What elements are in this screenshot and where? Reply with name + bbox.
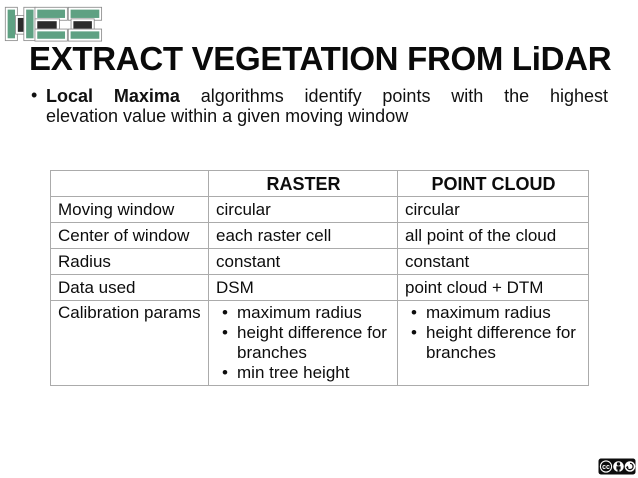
list-bullet-marker: •: [411, 323, 417, 342]
list-bullet-marker: •: [222, 363, 228, 382]
bullet-marker: •: [31, 85, 38, 105]
row-label: Moving window: [50, 196, 209, 223]
slide-title: EXTRACT VEGETATION FROM LiDAR: [29, 40, 612, 77]
row-label: Data used: [50, 274, 209, 301]
cc-by-sa-license-badge[interactable]: cc: [598, 458, 636, 475]
hee-logo-icon: [4, 6, 103, 42]
list-item-text: height difference for branches: [426, 323, 576, 362]
table-row: Data used DSM point cloud + DTM: [50, 274, 589, 301]
list-item: • min tree height: [216, 363, 391, 383]
bullet-bold-text: Local Maxima: [46, 86, 180, 106]
header-raster: RASTER: [208, 170, 398, 197]
by-icon: [613, 461, 624, 472]
list-bullet-marker: •: [222, 323, 228, 342]
bullet-line-2: elevation value within a given moving wi…: [46, 105, 409, 126]
bullet-rest-text: algorithms identify points with the high…: [179, 86, 608, 106]
comparison-table-wrap: RASTER POINT CLOUD Moving window circula…: [50, 170, 589, 386]
raster-cell: circular: [208, 196, 398, 223]
raster-cell: constant: [208, 248, 398, 275]
sa-icon: [624, 461, 636, 472]
point-cloud-cell: all point of the cloud: [397, 222, 589, 249]
point-cloud-cell: circular: [397, 196, 589, 223]
row-label: Center of window: [50, 222, 209, 249]
list-item-text: maximum radius: [237, 303, 362, 322]
table-row: Moving window circular circular: [50, 196, 589, 223]
point-cloud-cell: point cloud + DTM: [397, 274, 589, 301]
list-item-text: min tree height: [237, 363, 350, 382]
point-cloud-cell-list: • maximum radius • height difference for b…: [397, 300, 589, 386]
bullet-point: • Local Maxima algorithms identify point…: [30, 85, 608, 126]
list-bullet-marker: •: [222, 303, 228, 322]
list-item-text: height difference for branches: [237, 323, 387, 362]
raster-cell: each raster cell: [208, 222, 398, 249]
table-row-calibration: Calibration params • maximum radius • heig…: [50, 300, 589, 386]
list-item: • maximum radius: [405, 303, 582, 323]
row-label: Calibration params: [50, 300, 209, 386]
table-header-row: RASTER POINT CLOUD: [50, 170, 589, 197]
table-row: Center of window each raster cell all po…: [50, 222, 589, 249]
point-cloud-cell: constant: [397, 248, 589, 275]
raster-cell-list: • maximum radius • height difference for b…: [208, 300, 398, 386]
header-point-cloud: POINT CLOUD: [397, 170, 589, 197]
svg-text:cc: cc: [602, 464, 610, 471]
table-row: Radius constant constant: [50, 248, 589, 275]
list-item: • height difference for branches: [405, 323, 582, 363]
header-empty-cell: [50, 170, 209, 197]
list-item: • maximum radius: [216, 303, 391, 323]
row-label: Radius: [50, 248, 209, 275]
raster-cell: DSM: [208, 274, 398, 301]
bullet-text: Local Maxima algorithms identify points …: [46, 86, 608, 126]
list-item: • height difference for branches: [216, 323, 391, 363]
list-bullet-marker: •: [411, 303, 417, 322]
bullet-line-1: Local Maxima algorithms identify points …: [46, 86, 608, 107]
list-item-text: maximum radius: [426, 303, 551, 322]
cc-icon: cc: [599, 460, 613, 473]
comparison-table: RASTER POINT CLOUD Moving window circula…: [50, 170, 589, 386]
